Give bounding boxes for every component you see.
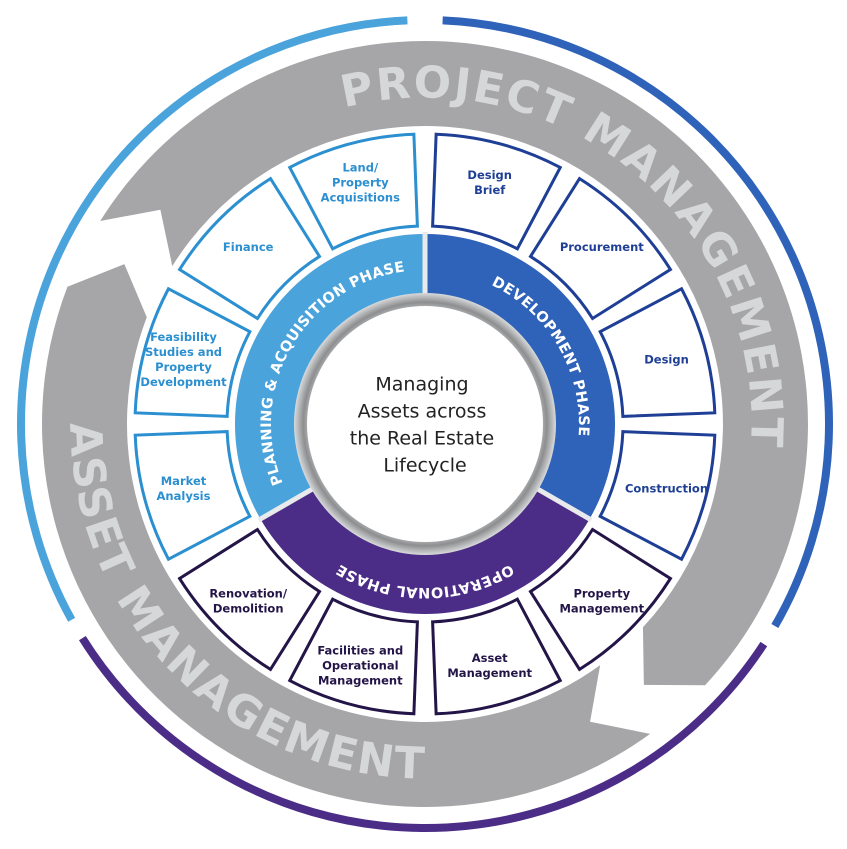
segment-label-line: Facilities and	[317, 644, 403, 658]
segment-box	[287, 597, 419, 716]
segment-label-line: Management	[559, 601, 644, 615]
segment-box	[177, 176, 322, 321]
segment-label-line: Brief	[474, 183, 506, 197]
center-disc	[307, 306, 543, 542]
project-management-arrow	[100, 41, 808, 686]
segment-box	[177, 527, 322, 672]
segment-label-line: Construction	[625, 482, 708, 496]
segment-label-line: Studies and	[145, 345, 222, 359]
segment-box	[287, 132, 419, 251]
segment-box	[431, 132, 563, 251]
phase-divider	[532, 484, 593, 523]
segment-box	[133, 430, 252, 562]
segment-box	[528, 176, 673, 321]
segment-label-line: Management	[447, 666, 532, 680]
segment-box	[598, 286, 717, 418]
segment-label-line: Feasibility	[150, 330, 217, 344]
segment-label-line: Asset	[472, 651, 508, 665]
segment-label-line: Analysis	[157, 489, 211, 503]
segment-label-line: Market	[161, 474, 207, 488]
segment-box	[431, 597, 563, 716]
center-line: the Real Estate	[350, 428, 494, 450]
segment-label-line: Renovation/	[209, 586, 288, 600]
segment-box	[598, 430, 717, 562]
outer-ring-operational	[78, 635, 768, 832]
segment-label-line: Land/	[342, 161, 379, 175]
segment-label-line: Design	[467, 168, 512, 182]
outer-phase-rings	[17, 16, 833, 832]
segment-operational: Renovation/Demolition	[177, 527, 322, 672]
segment-planning: Finance	[177, 176, 322, 321]
outer-ring-planning	[17, 16, 408, 622]
center-line: Lifecycle	[383, 455, 466, 477]
segment-label: Construction	[625, 482, 708, 496]
center-hub: Managing Assets across the Real Estate L…	[294, 293, 556, 555]
segment-label-line: Property	[573, 586, 630, 600]
segment-development: Construction	[598, 430, 717, 562]
center-title: Managing Assets across the Real Estate L…	[350, 374, 500, 477]
segment-label: Finance	[223, 240, 274, 254]
segment-label-line: Acquisitions	[321, 191, 400, 205]
segment-label-line: Procurement	[560, 240, 644, 254]
segment-label-line: Finance	[223, 240, 274, 254]
segment-development: Design	[598, 286, 717, 418]
outer-ring-development	[442, 16, 833, 628]
segment-label-line: Development	[140, 375, 227, 389]
segment-box	[133, 286, 252, 418]
segment-label-line: Property	[332, 176, 389, 190]
segment-label-line: Demolition	[213, 601, 284, 615]
center-line: Assets across	[358, 401, 487, 423]
segment-label-line: Property	[155, 360, 212, 374]
phase-arc-operational	[261, 489, 589, 615]
segment-label: Renovation/Demolition	[209, 586, 288, 615]
segment-label-line: Design	[644, 352, 689, 366]
segment-label-line: Management	[318, 674, 403, 688]
segment-development: Procurement	[528, 176, 673, 321]
segment-box	[528, 527, 673, 672]
center-line: Managing	[375, 374, 468, 396]
segment-label: Procurement	[560, 240, 644, 254]
segment-label-line: Operational	[322, 659, 398, 673]
asset-management-arrow	[42, 264, 651, 807]
segment-label: Design	[644, 352, 689, 366]
phase-divider	[257, 484, 318, 523]
